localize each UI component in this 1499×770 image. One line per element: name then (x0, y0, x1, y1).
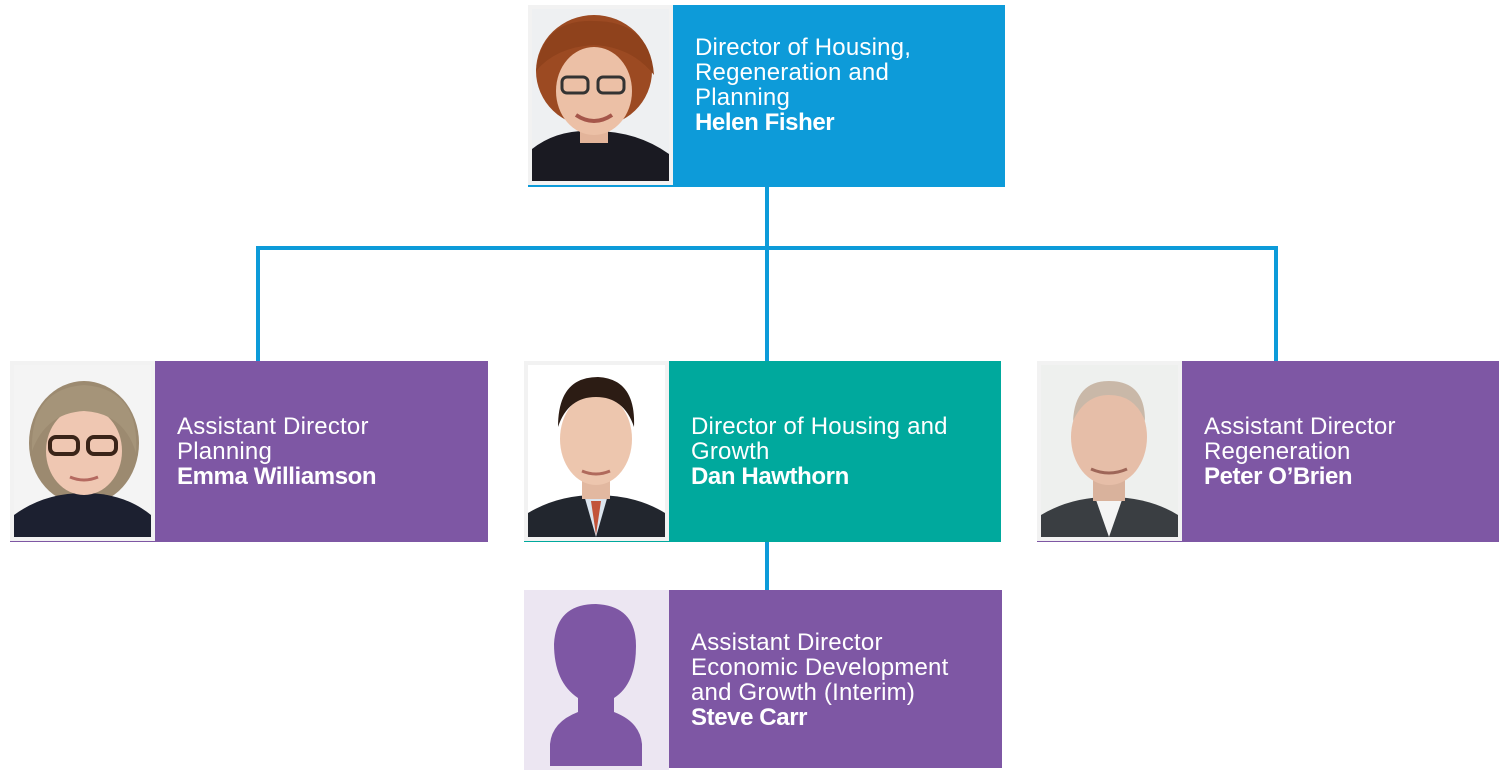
photo-helen-fisher (528, 5, 673, 185)
card-assistant-director-regeneration: Assistant Director Regeneration Peter O’… (1037, 361, 1499, 542)
card-director-housing-growth: Director of Housing and Growth Dan Hawth… (524, 361, 1001, 542)
silhouette-placeholder-icon (524, 590, 669, 770)
card-text: Director of Housing and Growth Dan Hawth… (669, 361, 948, 542)
card-text: Assistant Director Economic Development … (669, 590, 948, 768)
photo-peter-obrien (1037, 361, 1182, 541)
role-title: Assistant Director Economic Development … (691, 629, 949, 706)
person-name: Helen Fisher (695, 109, 835, 136)
role-title: Assistant Director Regeneration (1204, 413, 1396, 465)
photo-emma-williamson (10, 361, 155, 541)
photo-dan-hawthorn (524, 361, 669, 541)
role-title: Assistant Director Planning (177, 413, 369, 465)
card-text: Director of Housing, Regeneration and Pl… (673, 5, 911, 187)
card-text: Assistant Director Planning Emma William… (155, 361, 377, 542)
role-title: Director of Housing, Regeneration and Pl… (695, 34, 912, 111)
person-name: Steve Carr (691, 704, 808, 731)
card-director-housing-regeneration-planning: Director of Housing, Regeneration and Pl… (528, 5, 1005, 187)
person-name: Emma Williamson (177, 463, 377, 490)
person-name: Peter O’Brien (1204, 463, 1353, 490)
person-name: Dan Hawthorn (691, 463, 849, 490)
role-title: Director of Housing and Growth (691, 413, 948, 465)
card-assistant-director-economic-development: Assistant Director Economic Development … (524, 590, 1002, 770)
card-text: Assistant Director Regeneration Peter O’… (1182, 361, 1396, 542)
card-assistant-director-planning: Assistant Director Planning Emma William… (10, 361, 488, 542)
